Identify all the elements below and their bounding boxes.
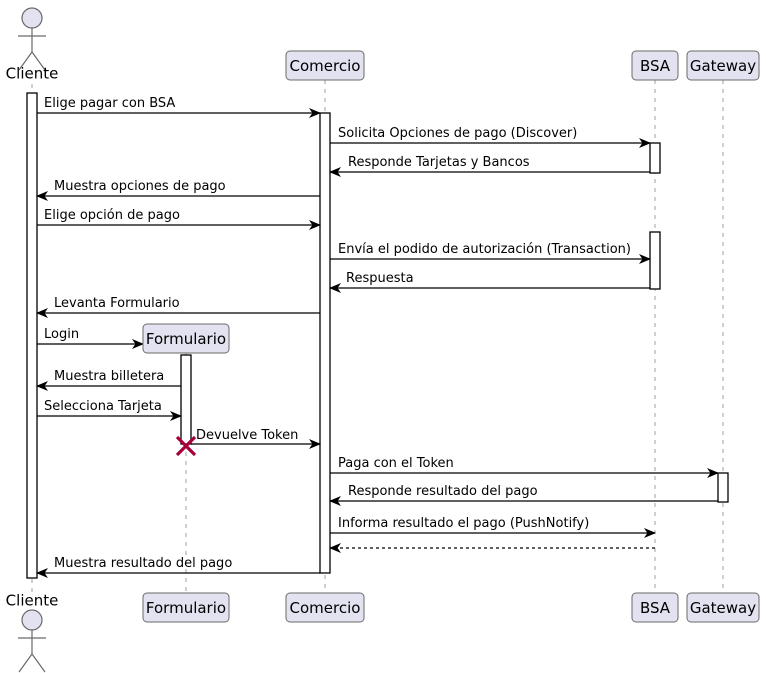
message-label-1: Elige pagar con BSA bbox=[44, 96, 175, 111]
participant-label-bsa: BSA bbox=[640, 57, 671, 75]
actor-body-icon bbox=[18, 630, 46, 673]
participant-gateway-top[interactable]: Gateway bbox=[686, 50, 760, 81]
message-label-6: Envía el podido de autorización (Transac… bbox=[338, 242, 631, 257]
participant-label-gateway: Gateway bbox=[690, 57, 756, 75]
participant-bsa-bottom[interactable]: BSA bbox=[631, 592, 679, 623]
activation-bar-comercio bbox=[319, 112, 331, 574]
message-label-15: Informa resultado el pago (PushNotify) bbox=[338, 516, 589, 531]
participant-box-formulario bbox=[142, 323, 230, 354]
message-label-7: Respuesta bbox=[346, 271, 414, 286]
participant-bsa-top[interactable]: BSA bbox=[631, 50, 679, 81]
message-label-5: Elige opción de pago bbox=[44, 208, 180, 223]
participants-layer: ClienteClienteFormularioFormularioComerc… bbox=[6, 7, 760, 673]
participant-label-formulario: Formulario bbox=[146, 599, 226, 617]
participant-label-formulario: Formulario bbox=[146, 330, 226, 348]
message-label-12: Devuelve Token bbox=[196, 428, 298, 443]
participant-box-bsa bbox=[631, 592, 679, 623]
actor-cliente-top[interactable]: Cliente bbox=[6, 7, 59, 83]
actor-head-icon bbox=[21, 7, 43, 29]
message-label-13: Paga con el Token bbox=[338, 456, 454, 471]
participant-box-gateway bbox=[686, 50, 760, 81]
messages-layer: Elige pagar con BSA Solicita Opciones de … bbox=[36, 96, 719, 578]
participant-box-gateway bbox=[686, 592, 760, 623]
participant-box-bsa bbox=[631, 50, 679, 81]
participant-box-comercio bbox=[285, 50, 365, 81]
participant-label-bsa: BSA bbox=[640, 599, 671, 617]
activation-bar-formulario bbox=[180, 354, 192, 445]
participant-formulario-bottom[interactable]: Formulario bbox=[142, 592, 230, 623]
activation-bar-bsa bbox=[649, 231, 661, 290]
activation-bar-bsa bbox=[649, 142, 661, 174]
message-label-8: Levanta Formulario bbox=[54, 296, 180, 311]
participant-formulario-created[interactable]: Formulario bbox=[142, 323, 230, 354]
message-label-3: Responde Tarjetas y Bancos bbox=[348, 155, 530, 170]
participant-box-formulario bbox=[142, 592, 230, 623]
activation-bar-gateway bbox=[717, 472, 729, 503]
destroy-marker-formulario bbox=[175, 435, 197, 457]
message-label-9: Login bbox=[44, 327, 79, 342]
actor-label-cliente: Cliente bbox=[6, 65, 59, 83]
participant-comercio-top[interactable]: Comercio bbox=[285, 50, 365, 81]
message-label-4: Muestra opciones de pago bbox=[54, 179, 226, 194]
actor-head-icon bbox=[21, 609, 43, 631]
message-label-2: Solicita Opciones de pago (Discover) bbox=[338, 126, 577, 141]
activation-bar-cliente bbox=[26, 92, 38, 579]
participant-comercio-bottom[interactable]: Comercio bbox=[285, 592, 365, 623]
participant-label-comercio: Comercio bbox=[290, 57, 361, 75]
participant-label-comercio: Comercio bbox=[290, 599, 361, 617]
message-label-14: Responde resultado del pago bbox=[348, 484, 538, 499]
message-label-10: Muestra billetera bbox=[54, 369, 164, 384]
participant-label-gateway: Gateway bbox=[690, 599, 756, 617]
actor-label-cliente: Cliente bbox=[6, 592, 59, 610]
actor-cliente-bottom[interactable]: Cliente bbox=[6, 592, 59, 673]
participant-box-comercio bbox=[285, 592, 365, 623]
participant-gateway-bottom[interactable]: Gateway bbox=[686, 592, 760, 623]
actor-body-icon bbox=[18, 28, 46, 71]
message-label-17: Muestra resultado del pago bbox=[54, 556, 232, 571]
destroy-markers-layer bbox=[175, 435, 197, 457]
message-label-11: Selecciona Tarjeta bbox=[44, 399, 162, 414]
